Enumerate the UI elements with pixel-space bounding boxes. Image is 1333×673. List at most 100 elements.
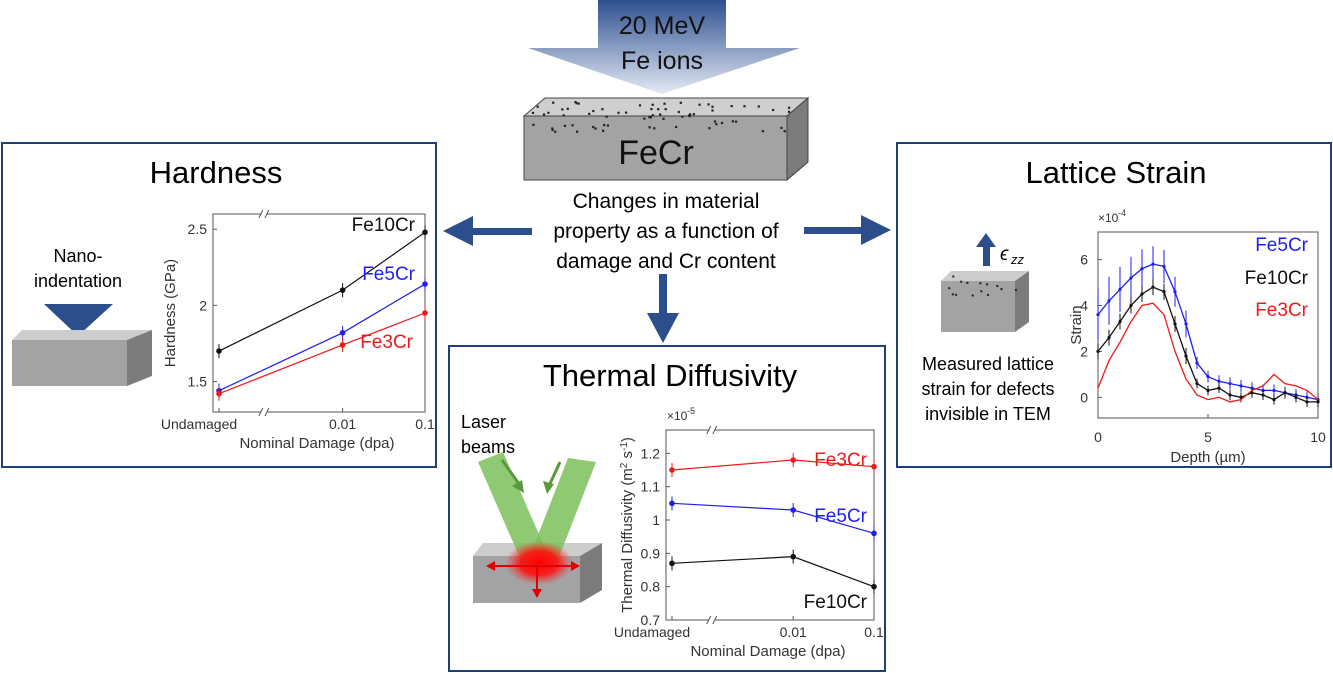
defect-dot	[664, 108, 667, 111]
y-axis-label-part: s	[619, 451, 636, 463]
defect-dot	[592, 125, 595, 129]
data-point-fe10cr	[1217, 386, 1221, 390]
data-point-fe5cr	[1195, 361, 1199, 365]
defect-dot	[788, 106, 791, 109]
x-axis-label: Nominal Damage (dpa)	[690, 643, 845, 660]
data-point-fe10cr	[1305, 400, 1309, 404]
data-point-fe10cr	[1272, 398, 1276, 402]
data-point-fe3cr	[216, 390, 222, 397]
data-point-fe10cr	[1294, 395, 1298, 399]
y-tick-label: 2	[1080, 343, 1088, 359]
y-tick-label: 6	[1080, 252, 1088, 268]
defect-dot	[980, 290, 983, 293]
defect-dot	[576, 130, 579, 133]
defect-dot	[1000, 288, 1003, 291]
axis-break-mark	[258, 407, 264, 417]
defect-dot	[720, 121, 724, 125]
defect-dot	[772, 108, 775, 112]
data-point-fe5cr	[1228, 381, 1232, 386]
defect-dot	[638, 104, 642, 107]
defect-dot	[663, 102, 666, 105]
defect-dot	[659, 113, 662, 116]
defect-dot	[551, 127, 554, 130]
axis-break-mark	[258, 209, 264, 219]
strain-symbol-subscript: zz	[1010, 252, 1025, 267]
defect-dot	[730, 105, 733, 108]
x-tick-label: 0.1	[415, 416, 435, 432]
defect-dot	[547, 111, 550, 114]
center-caption-line2: property as a function of	[553, 220, 778, 243]
axis-break-gap	[708, 426, 715, 434]
defect-dot	[986, 283, 989, 286]
y-tick-label: 0.8	[641, 579, 661, 595]
defect-dot	[679, 101, 682, 104]
strain-caption-2: strain for defects	[921, 379, 1054, 399]
nanoindentation-label-1: Nano-	[53, 246, 102, 266]
nanoindentation-label-2: indentation	[34, 271, 122, 291]
data-point-fe10cr	[1107, 336, 1111, 340]
defect-dot	[996, 285, 999, 287]
y-tick-label: 0	[1080, 389, 1088, 405]
defect-dot	[698, 103, 701, 106]
y-tick-label: 0.9	[641, 545, 661, 561]
data-point-fe10cr	[1140, 292, 1144, 296]
series-label-fe10cr: Fe10Cr	[352, 215, 416, 236]
data-point-fe5cr	[339, 330, 346, 336]
defect-dot	[653, 127, 656, 130]
ion-beam-species: Fe ions	[621, 47, 703, 75]
data-point-fe5cr	[1118, 287, 1122, 292]
y-axis-label: Hardness (GPa)	[162, 259, 179, 367]
series-label-fe10cr: Fe10Cr	[804, 592, 868, 613]
data-point-fe10cr	[790, 553, 796, 560]
defect-dot	[1014, 288, 1017, 291]
axis-break-mark	[264, 407, 270, 417]
data-point-fe10cr	[422, 229, 428, 236]
strain-direction-arrow	[976, 233, 996, 266]
plot-frame	[212, 213, 426, 413]
defect-dot	[649, 116, 652, 119]
defect-dot	[692, 113, 695, 116]
laser-spot-icon	[486, 541, 580, 598]
data-point-fe5cr	[1162, 264, 1166, 269]
thermal-title: Thermal Diffusivity	[543, 358, 798, 393]
strain-caption-1: Measured lattice	[922, 354, 1054, 374]
sample-label: FeCr	[618, 134, 694, 172]
arrow-to-hardness	[443, 216, 532, 246]
defect-dot	[651, 114, 654, 117]
data-point-fe5cr	[1206, 375, 1210, 379]
defect-dot	[713, 120, 717, 123]
series-label-fe5cr: Fe5Cr	[1255, 235, 1308, 256]
data-point-fe10cr	[1151, 285, 1155, 289]
x-tick-label: Undamaged	[161, 416, 237, 432]
y-axis-label: Strain	[1068, 305, 1085, 344]
laser-label-2: beams	[461, 437, 515, 457]
defect-dot	[757, 105, 760, 108]
y-multiplier: ×10	[667, 409, 688, 423]
series-label-fe10cr: Fe10Cr	[1245, 268, 1309, 289]
data-point-fe10cr	[1250, 391, 1254, 395]
data-point-fe10cr	[1195, 381, 1199, 386]
data-point-fe10cr	[216, 348, 222, 354]
y-axis-label: Thermal Diffusivity (m2 s-1)	[619, 437, 637, 613]
laser-label-1: Laser	[461, 412, 506, 432]
defect-dot	[592, 109, 595, 113]
defect-dot	[715, 123, 718, 126]
axis-break-mark	[712, 425, 718, 435]
defect-dot	[577, 102, 580, 105]
x-tick-label: 0.01	[329, 416, 356, 432]
data-point-fe5cr	[669, 500, 675, 507]
arrow-to-strain	[804, 215, 891, 245]
defect-dot	[743, 105, 746, 108]
defect-dot	[960, 280, 963, 283]
x-tick-label: 5	[1204, 429, 1212, 445]
axis-break-gap	[260, 210, 267, 218]
axis-break-mark	[706, 615, 712, 625]
defect-dot	[787, 110, 791, 113]
defect-dot	[711, 105, 714, 108]
data-point-fe10cr	[1129, 303, 1133, 308]
y-multiplier-exponent: -5	[687, 406, 695, 416]
data-point-fe10cr	[669, 560, 675, 567]
y-axis-label-part: )	[619, 437, 636, 442]
defect-dot	[531, 111, 535, 114]
